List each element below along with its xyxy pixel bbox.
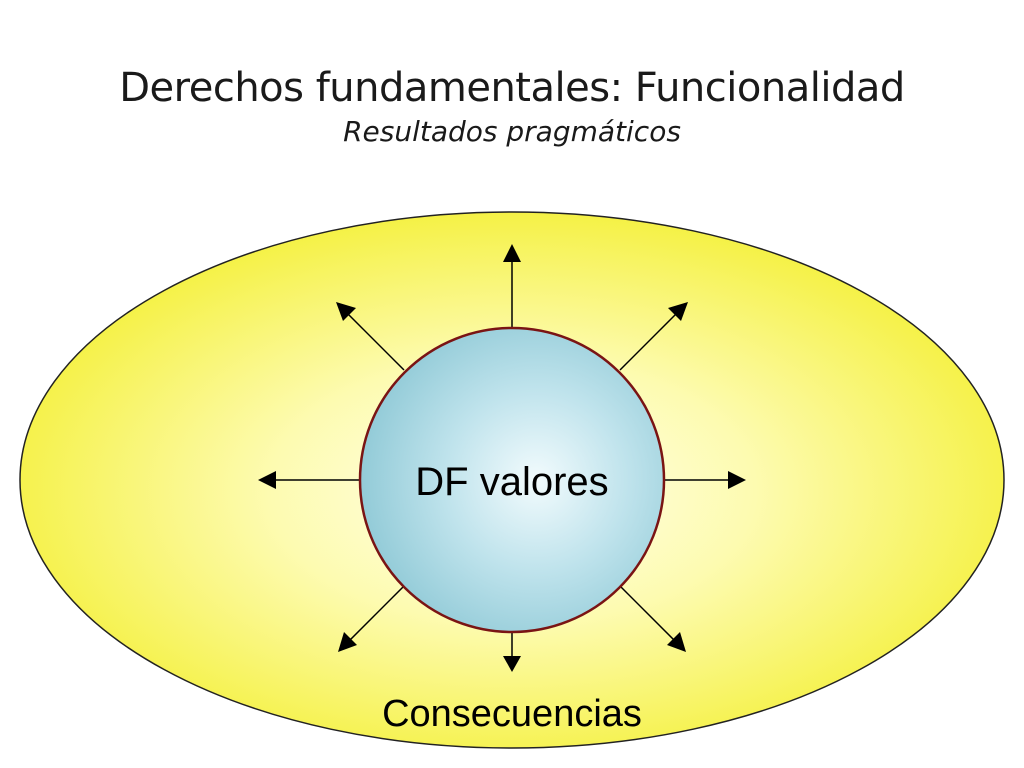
- values-circle: [358, 326, 666, 634]
- arrowhead-down: [503, 656, 521, 672]
- arrowhead-up: [503, 244, 521, 262]
- arrowhead-left: [258, 471, 276, 489]
- values-label: DF valores: [415, 460, 608, 504]
- arrow-down-right: [619, 585, 679, 645]
- arrowhead-up-left: [336, 302, 356, 321]
- arrow-up-left: [343, 309, 405, 371]
- arrow-down-left: [345, 585, 405, 645]
- arrowhead-up-right: [668, 302, 688, 321]
- arrows: [258, 244, 746, 672]
- slide-title: Derechos fundamentales: Funcionalidad: [119, 65, 905, 111]
- slide-subtitle: Resultados pragmáticos: [343, 115, 681, 148]
- title-block: Derechos fundamentales: Funcionalidad Re…: [0, 62, 1024, 150]
- arrowhead-right: [728, 471, 746, 489]
- consequences-label: Consecuencias: [382, 693, 642, 735]
- arrow-up-right: [619, 309, 681, 371]
- arrowhead-down-left: [338, 632, 357, 652]
- arrowhead-down-right: [667, 632, 686, 652]
